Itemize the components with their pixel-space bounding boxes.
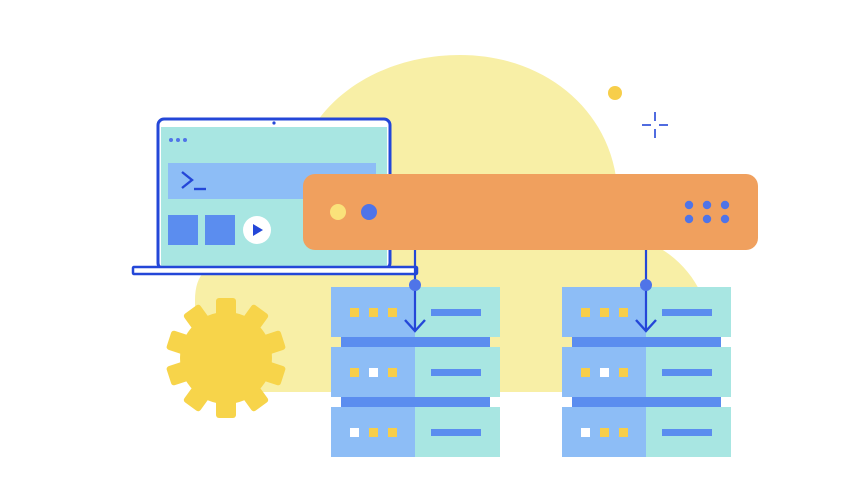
server-gap (572, 397, 721, 407)
status-dot (720, 200, 730, 210)
server-led (619, 368, 628, 377)
drive-slot (662, 429, 712, 436)
arrow-down-icon (635, 319, 657, 333)
server-rack (331, 287, 500, 457)
terminal-prompt-icon (181, 171, 206, 191)
server-led (388, 428, 397, 437)
server-led (388, 368, 397, 377)
sparkle-icon (642, 112, 668, 138)
server-led (600, 428, 609, 437)
server-unit (331, 347, 500, 397)
content-block (168, 215, 198, 245)
server-unit (562, 347, 731, 397)
indicator-light-blue (361, 204, 377, 220)
connector-node (409, 279, 421, 291)
status-dot (720, 214, 730, 224)
status-dot (702, 214, 712, 224)
server-rack (562, 287, 731, 457)
arrow-down-icon (404, 319, 426, 333)
laptop-base (131, 265, 419, 276)
server-led (350, 308, 359, 317)
drive-slot (662, 369, 712, 376)
connectors (404, 250, 657, 333)
window-dot (176, 138, 180, 142)
server-led (619, 308, 628, 317)
content-block (205, 215, 235, 245)
drive-slot (431, 369, 481, 376)
play-icon[interactable] (243, 216, 271, 244)
server-led (581, 428, 590, 437)
drive-slot (431, 429, 481, 436)
connector-node (640, 279, 652, 291)
server-gap (572, 337, 721, 347)
server-led (581, 368, 590, 377)
server-racks (331, 287, 731, 457)
window-dot (169, 138, 173, 142)
connector-arrow (635, 250, 657, 333)
server-unit (331, 407, 500, 457)
server-led (388, 308, 397, 317)
server-gap (341, 337, 490, 347)
status-dots (684, 200, 730, 224)
server-unit (331, 287, 500, 337)
server-led (350, 428, 359, 437)
server-led (369, 368, 378, 377)
server-led (619, 428, 628, 437)
indicator-light-yellow (330, 204, 346, 220)
load-balancer (303, 174, 758, 250)
server-unit (562, 287, 731, 337)
status-dot (684, 200, 694, 210)
server-led (369, 308, 378, 317)
status-dot (684, 214, 694, 224)
server-led (600, 368, 609, 377)
decor-dot (608, 86, 622, 100)
server-led (600, 308, 609, 317)
gear-body (180, 312, 272, 404)
laptop-camera (272, 121, 276, 125)
window-dot (183, 138, 187, 142)
gear-icon (166, 298, 286, 418)
server-gap (341, 397, 490, 407)
status-dot (702, 200, 712, 210)
server-led (350, 368, 359, 377)
server-unit (562, 407, 731, 457)
drive-slot (431, 309, 481, 316)
drive-slot (662, 309, 712, 316)
connector-arrow (404, 250, 426, 333)
server-led (581, 308, 590, 317)
load-balancer-bar (303, 174, 758, 250)
server-led (369, 428, 378, 437)
